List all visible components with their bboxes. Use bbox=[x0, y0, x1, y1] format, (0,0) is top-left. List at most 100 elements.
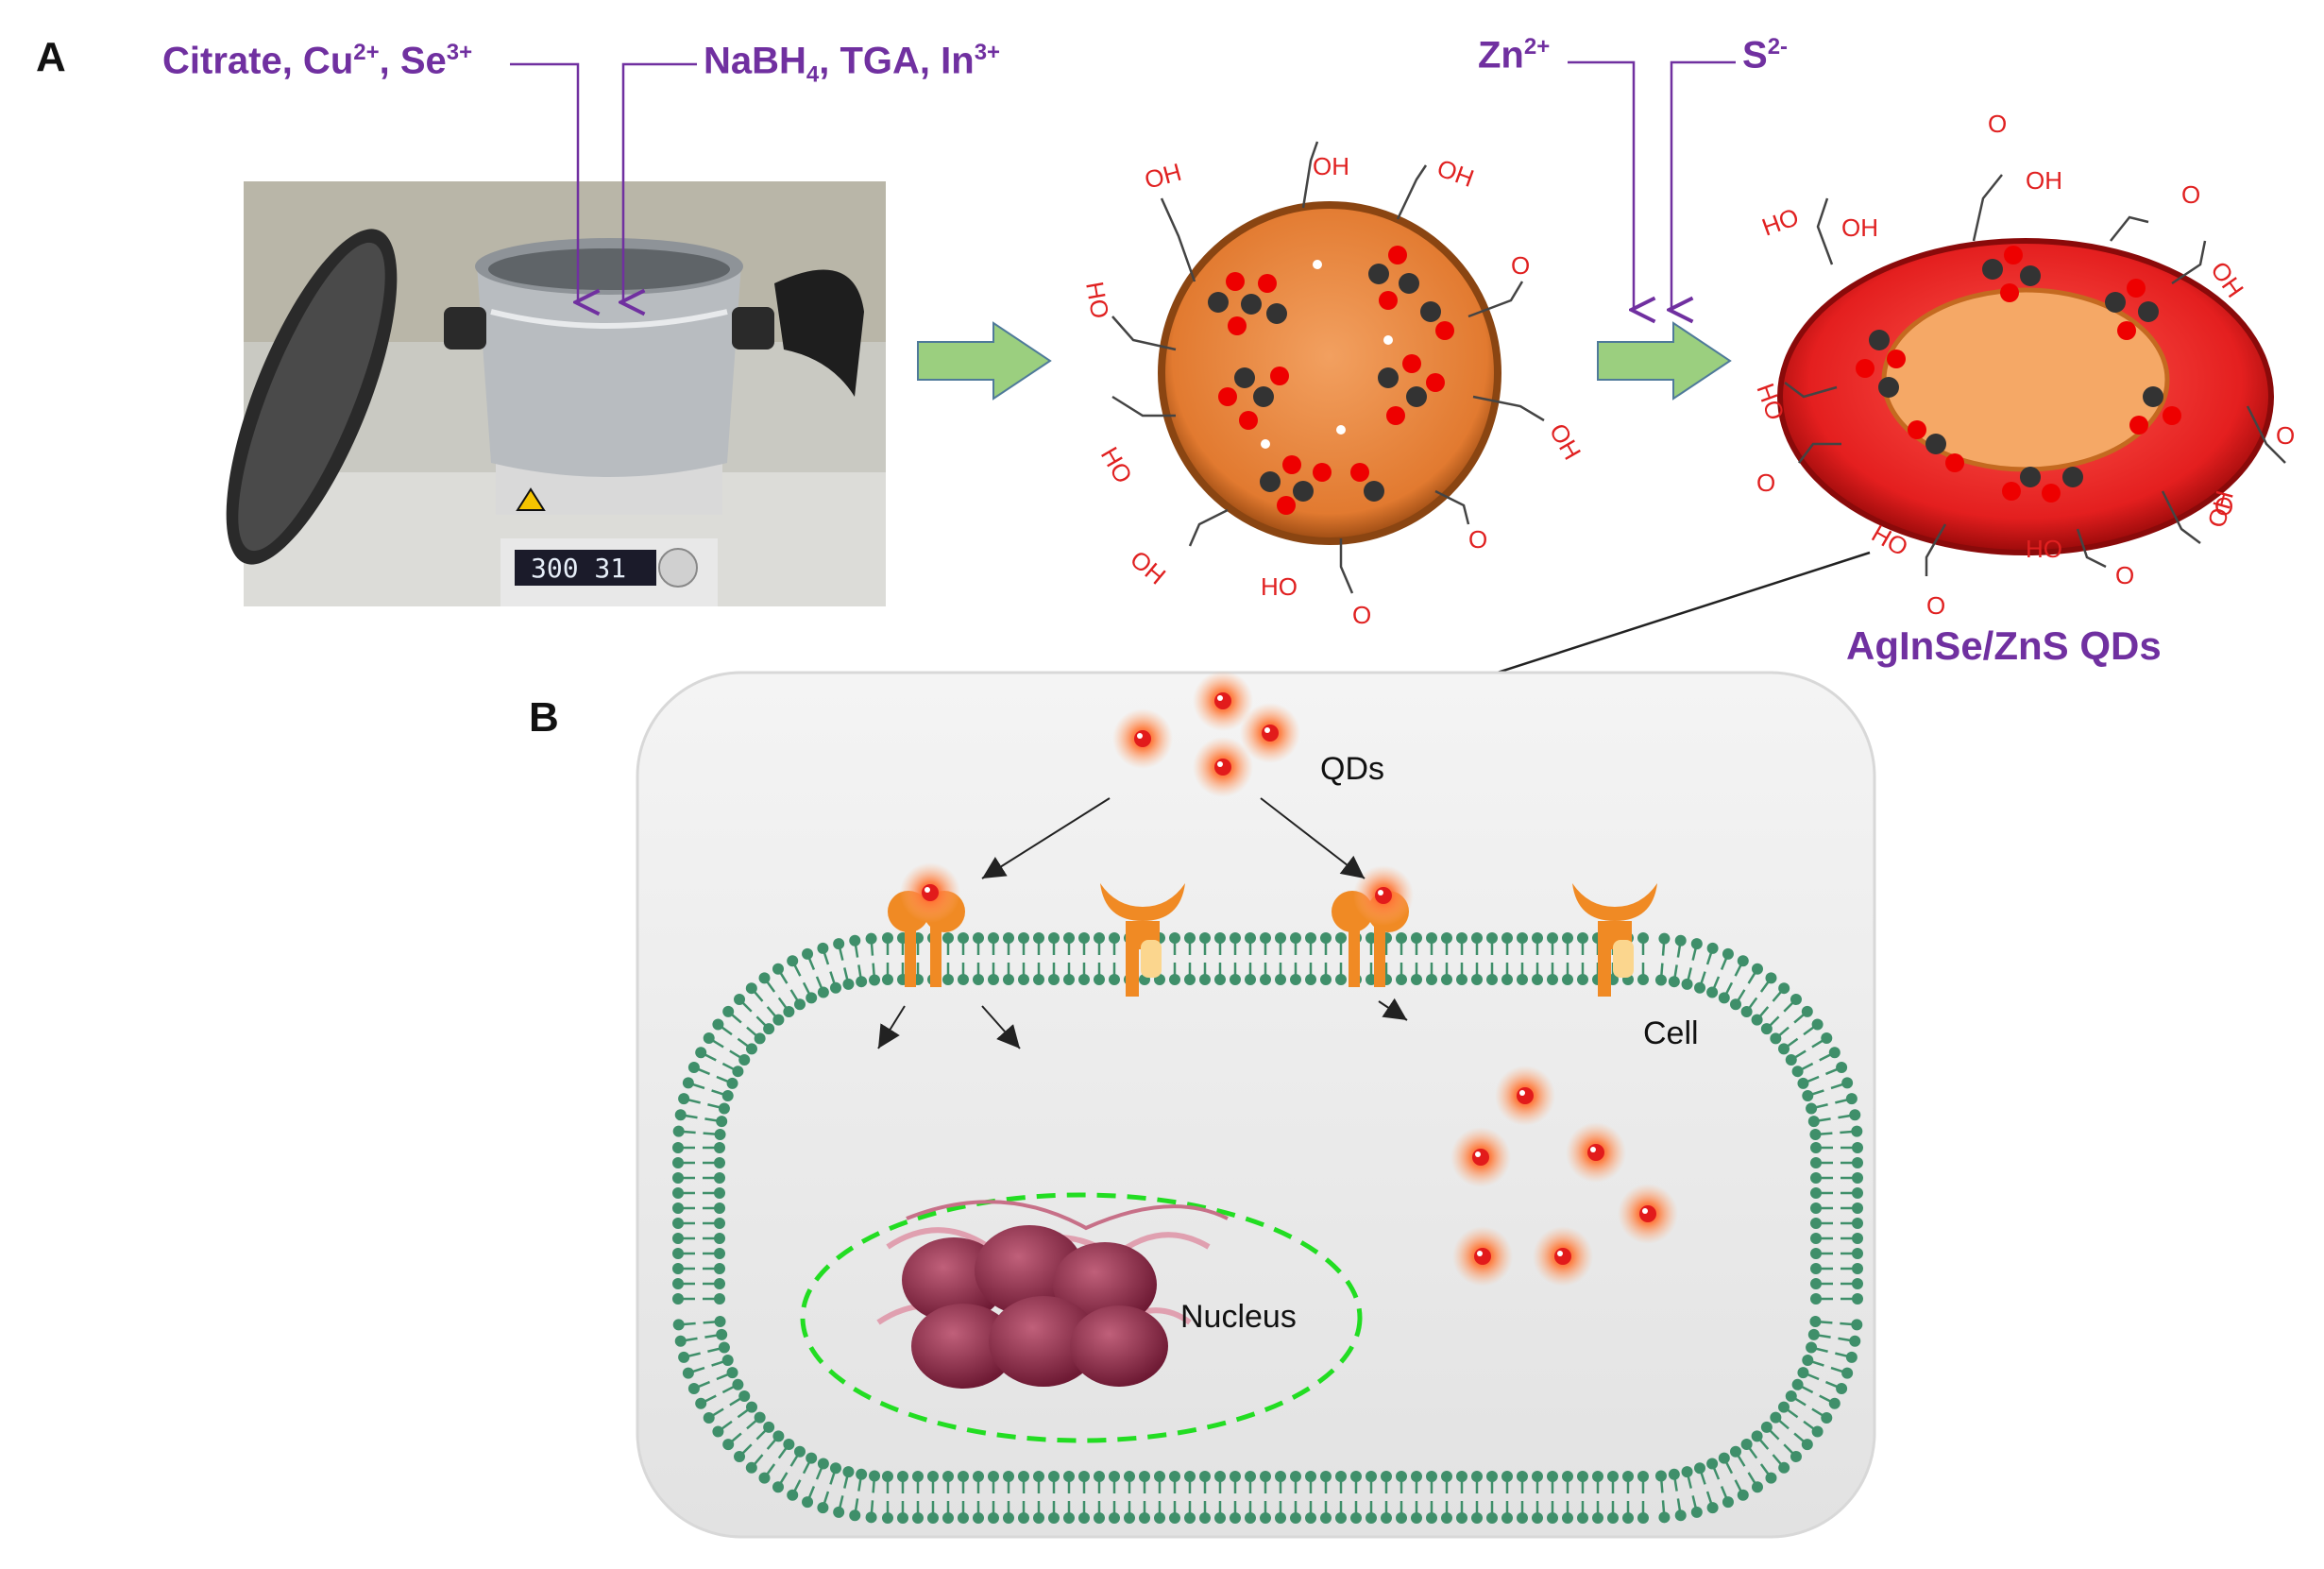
shell-carboxyl-arms bbox=[1784, 174, 2286, 576]
lipid-tail bbox=[1686, 967, 1692, 985]
lipid-tail bbox=[815, 1462, 825, 1480]
shell-oh-label-1: OH bbox=[1841, 213, 1878, 242]
lipid-tail bbox=[857, 964, 863, 982]
qd-highlight bbox=[1217, 695, 1223, 701]
lipid-tail bbox=[729, 1394, 745, 1407]
nucleosome-cluster bbox=[876, 1200, 1229, 1389]
lipid-tail bbox=[738, 1443, 753, 1458]
core-ligand-clusters bbox=[1208, 246, 1454, 515]
qd-highlight bbox=[1477, 1251, 1483, 1256]
lipid-tail bbox=[750, 1454, 764, 1469]
lipid-tail bbox=[1745, 1443, 1758, 1459]
qd-core bbox=[1517, 1087, 1534, 1104]
lipid-tail bbox=[802, 1458, 813, 1475]
lipid-tail bbox=[711, 1089, 729, 1098]
qd-core bbox=[1587, 1144, 1604, 1161]
lipid-tail bbox=[737, 1037, 753, 1050]
qd-core bbox=[922, 884, 939, 901]
lipid-tail bbox=[1705, 947, 1714, 965]
lipid-tail bbox=[1686, 1471, 1692, 1489]
receptor-empty-1 bbox=[1100, 883, 1185, 997]
lipid-tail bbox=[1803, 1420, 1819, 1433]
panel-a-letter: A bbox=[36, 34, 66, 80]
qd-highlight bbox=[1475, 1151, 1481, 1157]
nucleus-label: Nucleus bbox=[1180, 1299, 1297, 1335]
lipid-tail bbox=[1772, 987, 1786, 1002]
lipid-tail bbox=[843, 967, 850, 985]
lipid-tail bbox=[1734, 960, 1744, 977]
qd-highlight bbox=[1217, 761, 1223, 767]
nucleus-envelope bbox=[800, 1192, 1363, 1443]
qd-highlight bbox=[1378, 890, 1383, 895]
qd-highlight bbox=[1590, 1147, 1596, 1152]
shell-o-label-4: O bbox=[2214, 492, 2233, 520]
qd-highlight bbox=[1642, 1208, 1648, 1214]
lipid-tail bbox=[777, 997, 790, 1013]
qd-core bbox=[1214, 692, 1231, 709]
lipid-tail bbox=[857, 1474, 863, 1492]
lipid-tail bbox=[1774, 1416, 1790, 1430]
lipid-tail bbox=[776, 1472, 789, 1488]
core-shell-qd bbox=[1777, 238, 2274, 555]
shell-ho-label-1: HO bbox=[1758, 202, 1803, 242]
lipid-tail bbox=[746, 1026, 761, 1040]
lipid-tail bbox=[1819, 1394, 1836, 1405]
process-arrow-2 bbox=[1597, 321, 1732, 401]
qd-highlight bbox=[1519, 1090, 1525, 1096]
lipid-tail bbox=[837, 1495, 844, 1513]
lipid-tail bbox=[683, 1352, 701, 1359]
cell-membrane bbox=[672, 932, 1863, 1524]
lipid-tail bbox=[1824, 1066, 1842, 1076]
lipid-tail bbox=[1830, 1366, 1848, 1374]
qd-highlight bbox=[1264, 727, 1270, 733]
lipid-tail bbox=[729, 1049, 745, 1062]
lipid-tail bbox=[1691, 943, 1699, 961]
lipid-tail bbox=[802, 981, 813, 998]
lipid-tail bbox=[1672, 964, 1678, 982]
lipid-tail bbox=[755, 1425, 771, 1441]
lipid-tail bbox=[1811, 1036, 1827, 1049]
core-oh-label-1: OH bbox=[1142, 158, 1184, 195]
lipid-tail bbox=[707, 1346, 725, 1353]
lipid-tail bbox=[755, 1015, 771, 1031]
core-o-label-1: O bbox=[1511, 251, 1530, 280]
lipid-tail bbox=[806, 953, 816, 971]
qd-particles bbox=[900, 671, 1678, 1287]
core-oh-label-5: OH bbox=[1125, 545, 1171, 590]
lipid-tail bbox=[1802, 1371, 1820, 1381]
lipid-tail bbox=[776, 968, 789, 984]
lipid-tail bbox=[693, 1066, 711, 1076]
reagent-guide-lines bbox=[510, 60, 1736, 310]
qd-core bbox=[1472, 1149, 1489, 1166]
lipid-tail bbox=[1756, 1006, 1770, 1021]
qd-core bbox=[1639, 1205, 1656, 1222]
lipid-tail bbox=[680, 1114, 698, 1119]
core-oh-label-4: OH bbox=[1544, 418, 1586, 465]
receptor-empty-2 bbox=[1572, 883, 1657, 997]
lipid-tail bbox=[791, 1479, 802, 1496]
lipid-tail bbox=[1824, 1380, 1842, 1390]
lipid-tail bbox=[1710, 976, 1721, 994]
lipid-tail bbox=[737, 1406, 753, 1419]
qd-highlight bbox=[1137, 733, 1143, 739]
lipid-tail bbox=[1783, 1443, 1797, 1458]
core-ho-label-3: HO bbox=[1095, 442, 1138, 488]
lipid-tail bbox=[1759, 977, 1773, 993]
lipid-tail bbox=[1840, 1322, 1858, 1326]
reagent-label-s: S2- bbox=[1742, 34, 1789, 77]
lipid-tail bbox=[1722, 981, 1734, 998]
process-arrow-1 bbox=[917, 321, 1052, 401]
lipid-tail bbox=[693, 1380, 711, 1390]
lipid-tail bbox=[1765, 1425, 1780, 1441]
lipid-tail bbox=[727, 1432, 742, 1446]
lipid-tail bbox=[1807, 1089, 1824, 1098]
lipid-tail bbox=[1811, 1407, 1827, 1420]
core-ho-label-1: HO bbox=[1261, 572, 1298, 601]
lipid-tail bbox=[1807, 1358, 1824, 1367]
lipid-tail bbox=[1705, 1491, 1714, 1509]
qd-highlight bbox=[925, 887, 930, 893]
lipid-tail bbox=[700, 1051, 717, 1062]
lipid-tail bbox=[870, 1500, 874, 1518]
lipid-tail bbox=[1797, 1062, 1814, 1073]
